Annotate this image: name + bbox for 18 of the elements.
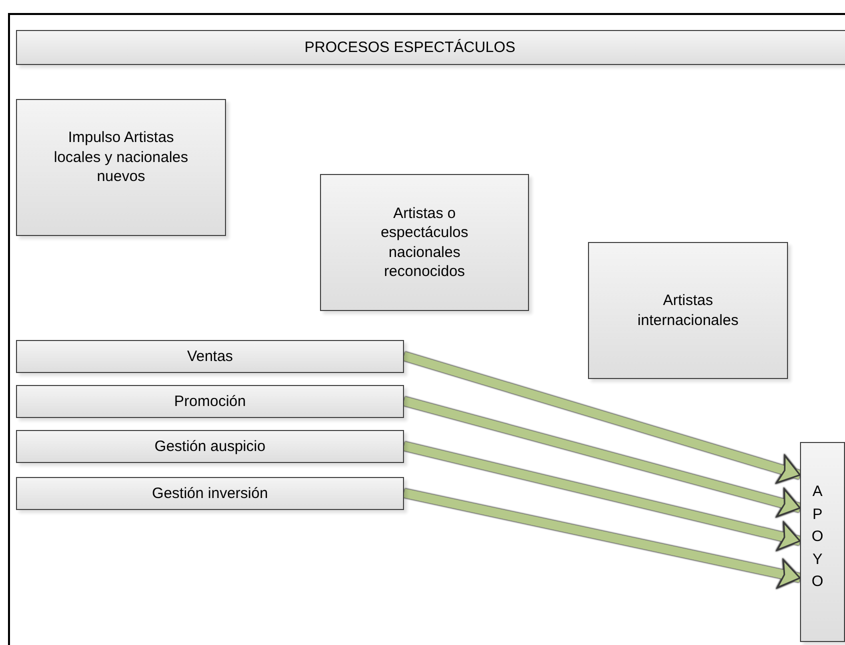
title-bar	[16, 30, 845, 65]
box-label: Gestión inversión	[152, 484, 268, 504]
box-label: Gestión auspicio	[154, 436, 266, 456]
vertical-label: APOYO	[810, 482, 824, 592]
box-label: Artistas o espectáculos nacionales reconocidos	[380, 204, 470, 282]
process-box	[320, 174, 529, 311]
box-label: Promoción	[174, 392, 246, 412]
process-bar	[16, 430, 404, 463]
process-bar	[16, 340, 404, 373]
process-box	[588, 242, 788, 379]
support-bar	[800, 442, 845, 642]
process-bar	[16, 477, 404, 510]
box-label: Artistas internacionales	[636, 291, 740, 330]
box-label: Ventas	[187, 346, 233, 366]
box-label: Impulso Artistas locales y nacionales nuevos	[52, 128, 190, 186]
process-box	[16, 99, 226, 236]
title-text: PROCESOS ESPECTÁCULOS	[304, 38, 516, 58]
process-bar	[16, 385, 404, 418]
